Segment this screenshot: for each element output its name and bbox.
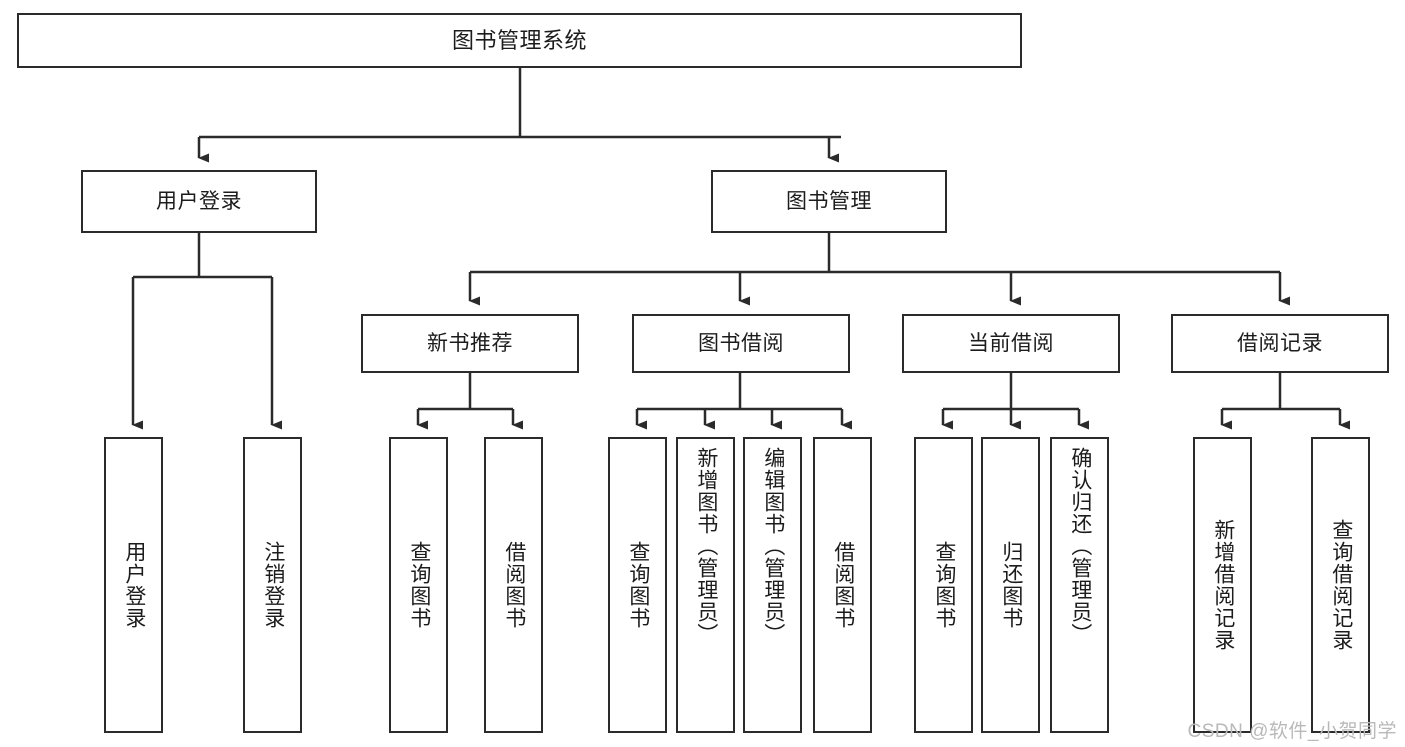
node-label: 图书管理 bbox=[786, 190, 872, 213]
node-leaf-confirm-return-admin[interactable]: 确认归还（管理员） bbox=[1050, 437, 1109, 733]
node-label: 确认归还（管理员） bbox=[1068, 447, 1092, 645]
node-label: 查询图书 bbox=[932, 541, 956, 629]
node-root-book-management-system[interactable]: 图书管理系统 bbox=[17, 13, 1022, 68]
node-label: 新书推荐 bbox=[427, 332, 513, 355]
node-user-login[interactable]: 用户登录 bbox=[81, 170, 317, 233]
node-leaf-add-borrow-record[interactable]: 新增借阅记录 bbox=[1193, 437, 1252, 733]
node-leaf-borrow-book[interactable]: 借阅图书 bbox=[813, 437, 872, 733]
node-label: 新增借阅记录 bbox=[1211, 519, 1235, 651]
node-leaf-query-book-recommend[interactable]: 查询图书 bbox=[389, 437, 448, 733]
node-label: 用户登录 bbox=[156, 190, 242, 213]
node-label: 查询图书 bbox=[407, 541, 431, 629]
node-leaf-edit-book-admin[interactable]: 编辑图书（管理员） bbox=[743, 437, 802, 733]
node-label: 注销登录 bbox=[261, 541, 285, 629]
node-leaf-query-book-borrow[interactable]: 查询图书 bbox=[608, 437, 667, 733]
node-label: 借阅图书 bbox=[502, 541, 526, 629]
node-leaf-query-book-current[interactable]: 查询图书 bbox=[914, 437, 973, 733]
node-book-management[interactable]: 图书管理 bbox=[711, 170, 947, 233]
node-leaf-borrow-book-recommend[interactable]: 借阅图书 bbox=[484, 437, 543, 733]
node-label: 归还图书 bbox=[999, 541, 1023, 629]
node-label: 编辑图书（管理员） bbox=[761, 447, 785, 645]
watermark-text: CSDN @软件_小贺同学 bbox=[1187, 721, 1397, 742]
node-leaf-add-book-admin[interactable]: 新增图书（管理员） bbox=[676, 437, 735, 733]
node-leaf-user-logout[interactable]: 注销登录 bbox=[243, 437, 302, 733]
node-borrow-record[interactable]: 借阅记录 bbox=[1171, 314, 1389, 373]
node-label: 用户登录 bbox=[122, 541, 146, 629]
node-current-borrow[interactable]: 当前借阅 bbox=[902, 314, 1120, 373]
node-leaf-user-login[interactable]: 用户登录 bbox=[104, 437, 163, 733]
node-label: 图书借阅 bbox=[698, 332, 784, 355]
node-label: 查询图书 bbox=[626, 541, 650, 629]
node-label: 当前借阅 bbox=[968, 332, 1054, 355]
node-new-book-recommend[interactable]: 新书推荐 bbox=[361, 314, 579, 373]
node-label: 借阅图书 bbox=[831, 541, 855, 629]
node-label: 新增图书（管理员） bbox=[694, 447, 718, 645]
node-leaf-query-borrow-record[interactable]: 查询借阅记录 bbox=[1311, 437, 1370, 733]
node-label: 图书管理系统 bbox=[451, 27, 587, 53]
node-label: 查询借阅记录 bbox=[1329, 519, 1353, 651]
node-book-borrow[interactable]: 图书借阅 bbox=[632, 314, 850, 373]
node-label: 借阅记录 bbox=[1237, 332, 1323, 355]
node-leaf-return-book[interactable]: 归还图书 bbox=[981, 437, 1040, 733]
